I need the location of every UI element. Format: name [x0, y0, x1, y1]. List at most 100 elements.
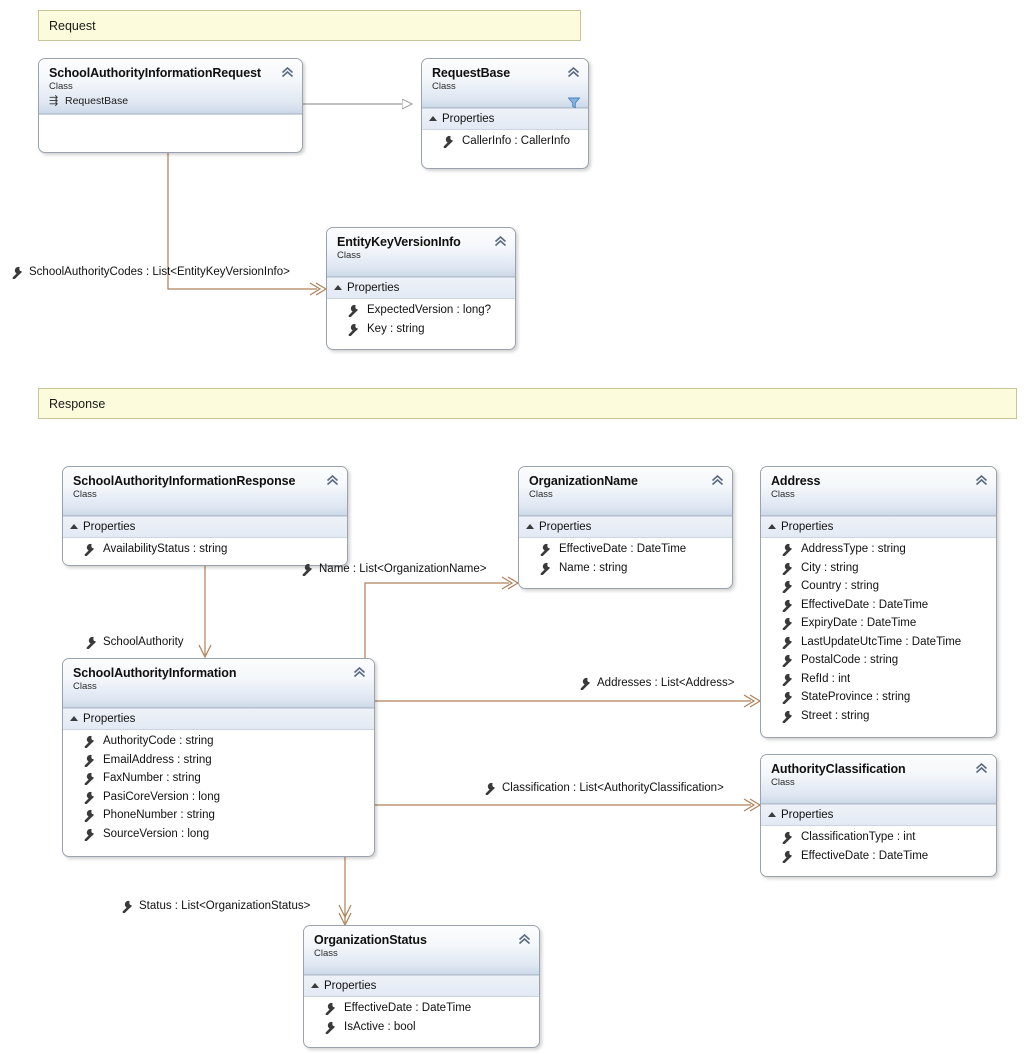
member-list: EffectiveDate : DateTime Name : string — [519, 538, 732, 582]
wire-schoolauthorityinformation-name — [364, 576, 520, 660]
member-label: ClassificationType : int — [801, 831, 916, 843]
request-banner-label: Request — [49, 18, 96, 33]
class-title: AuthorityClassification — [771, 762, 906, 776]
member-label: RefId : int — [801, 672, 851, 685]
collapse-chevron-icon[interactable] — [711, 475, 724, 486]
member-row[interactable]: EmailAddress : string — [63, 751, 374, 770]
member-row[interactable]: AvailabilityStatus : string — [63, 540, 347, 559]
property-wrench-icon — [12, 266, 22, 279]
member-row[interactable]: AddressType : string — [761, 540, 996, 559]
member-row[interactable]: CallerInfo : CallerInfo — [422, 132, 588, 151]
property-wrench-icon — [325, 1021, 335, 1034]
member-row[interactable]: ClassificationType : int — [761, 828, 996, 847]
class-header: SchoolAuthorityInformationResponse Class — [63, 467, 347, 516]
member-label: PhoneNumber : string — [103, 809, 215, 821]
collapse-chevron-icon[interactable] — [281, 67, 294, 78]
member-row[interactable]: PasiCoreVersion : long — [63, 788, 374, 807]
member-row[interactable]: Key : string — [327, 320, 515, 339]
member-row[interactable]: AuthorityCode : string — [63, 732, 374, 751]
member-list: AuthorityCode : string EmailAddress : st… — [63, 730, 374, 848]
class-authority-classification[interactable]: AuthorityClassification Class Properties… — [760, 754, 997, 877]
status-label[interactable]: Status : List<OrganizationStatus> — [120, 899, 310, 913]
member-list: EffectiveDate : DateTime IsActive : bool — [304, 997, 539, 1041]
member-row[interactable]: EffectiveDate : DateTime — [304, 999, 539, 1018]
property-wrench-icon — [782, 673, 792, 686]
request-banner: Request — [38, 10, 581, 41]
expand-triangle-icon — [526, 524, 534, 529]
member-label: EffectiveDate : DateTime — [559, 543, 687, 555]
school-authority-label[interactable]: SchoolAuthority — [84, 635, 184, 649]
member-row[interactable]: Name : string — [519, 559, 732, 578]
member-label: LastUpdateUtcTime : DateTime — [801, 635, 962, 648]
collapse-chevron-icon[interactable] — [518, 934, 531, 945]
class-school-authority-information[interactable]: SchoolAuthorityInformation Class Propert… — [62, 658, 375, 857]
member-label: Country : string — [801, 580, 879, 592]
member-row[interactable]: EffectiveDate : DateTime — [761, 847, 996, 866]
compartment-header-properties[interactable]: Properties — [519, 516, 732, 538]
class-entity-key-version-info[interactable]: EntityKeyVersionInfo Class Properties Ex… — [326, 227, 516, 350]
collapse-chevron-icon[interactable] — [567, 67, 580, 78]
connector-label-text: Classification : List<AuthorityClassific… — [502, 782, 724, 794]
member-row[interactable]: EffectiveDate : DateTime — [519, 540, 732, 559]
class-school-authority-information-request[interactable]: SchoolAuthorityInformationRequest Class … — [38, 58, 303, 153]
compartment-header-properties[interactable]: Properties — [63, 708, 374, 730]
name-label[interactable]: Name : List<OrganizationName> — [300, 562, 486, 576]
property-wrench-icon — [782, 617, 792, 630]
collapse-chevron-icon[interactable] — [326, 475, 339, 486]
member-row[interactable]: RefId : int — [761, 670, 996, 689]
school-authority-codes-label[interactable]: SchoolAuthorityCodes : List<EntityKeyVer… — [10, 265, 290, 279]
compartment-label: Properties — [781, 809, 834, 821]
member-row[interactable]: StateProvince : string — [761, 688, 996, 707]
compartment-header-properties[interactable]: Properties — [422, 108, 588, 130]
compartment-header-properties[interactable]: Properties — [761, 804, 996, 826]
member-row[interactable]: City : string — [761, 559, 996, 578]
class-school-authority-information-response[interactable]: SchoolAuthorityInformationResponse Class… — [62, 466, 348, 566]
member-label: CallerInfo : CallerInfo — [462, 135, 571, 147]
compartment-header-properties[interactable]: Properties — [63, 516, 347, 538]
member-row[interactable]: EffectiveDate : DateTime — [761, 596, 996, 615]
member-label: IsActive : bool — [344, 1020, 416, 1033]
expand-triangle-icon — [70, 524, 78, 529]
member-row[interactable]: FaxNumber : string — [63, 769, 374, 788]
collapse-chevron-icon[interactable] — [975, 763, 988, 774]
compartment-label: Properties — [347, 282, 400, 294]
member-row[interactable]: ExpectedVersion : long? — [327, 301, 515, 320]
compartment-header-properties[interactable]: Properties — [304, 975, 539, 997]
member-row[interactable]: ExpiryDate : DateTime — [761, 614, 996, 633]
class-address[interactable]: Address Class Properties AddressType : s… — [760, 466, 997, 738]
class-organization-name[interactable]: OrganizationName Class Properties Effect… — [518, 466, 733, 589]
member-row[interactable]: SourceVersion : long — [63, 825, 374, 844]
collapse-chevron-icon[interactable] — [494, 236, 507, 247]
member-row[interactable]: PostalCode : string — [761, 651, 996, 670]
class-organization-status[interactable]: OrganizationStatus Class Properties Effe… — [303, 925, 540, 1048]
expand-triangle-icon — [768, 524, 776, 529]
property-wrench-icon — [325, 1002, 335, 1015]
class-title: SchoolAuthorityInformationResponse — [73, 474, 296, 488]
class-stereotype: Class — [337, 250, 361, 261]
member-row[interactable]: Country : string — [761, 577, 996, 596]
wire-response-schoolauthority — [198, 566, 212, 659]
member-label: StateProvince : string — [801, 691, 911, 703]
class-request-base[interactable]: RequestBase Class Properties CallerInfo … — [421, 58, 589, 169]
class-stereotype: Class — [529, 489, 553, 500]
member-label: ExpiryDate : DateTime — [801, 617, 917, 629]
collapse-chevron-icon[interactable] — [353, 667, 366, 678]
class-title: SchoolAuthorityInformation — [73, 666, 237, 680]
member-row[interactable]: PhoneNumber : string — [63, 806, 374, 825]
compartment-header-properties[interactable]: Properties — [761, 516, 996, 538]
classification-label[interactable]: Classification : List<AuthorityClassific… — [483, 781, 724, 795]
property-wrench-icon — [782, 580, 792, 593]
class-stereotype: Class — [49, 81, 73, 92]
compartment-header-properties[interactable]: Properties — [327, 277, 515, 299]
addresses-label[interactable]: Addresses : List<Address> — [578, 676, 734, 690]
member-row[interactable]: Street : string — [761, 707, 996, 726]
class-title: SchoolAuthorityInformationRequest — [49, 66, 261, 80]
member-row[interactable]: LastUpdateUtcTime : DateTime — [761, 633, 996, 652]
collapse-chevron-icon[interactable] — [975, 475, 988, 486]
property-wrench-icon — [84, 735, 94, 748]
member-label: EffectiveDate : DateTime — [801, 849, 929, 862]
wire-schoolauthorityinformation-classification — [375, 798, 762, 812]
class-header: RequestBase Class — [422, 59, 588, 109]
member-list: AddressType : string City : string Count… — [761, 538, 996, 730]
member-row[interactable]: IsActive : bool — [304, 1018, 539, 1037]
